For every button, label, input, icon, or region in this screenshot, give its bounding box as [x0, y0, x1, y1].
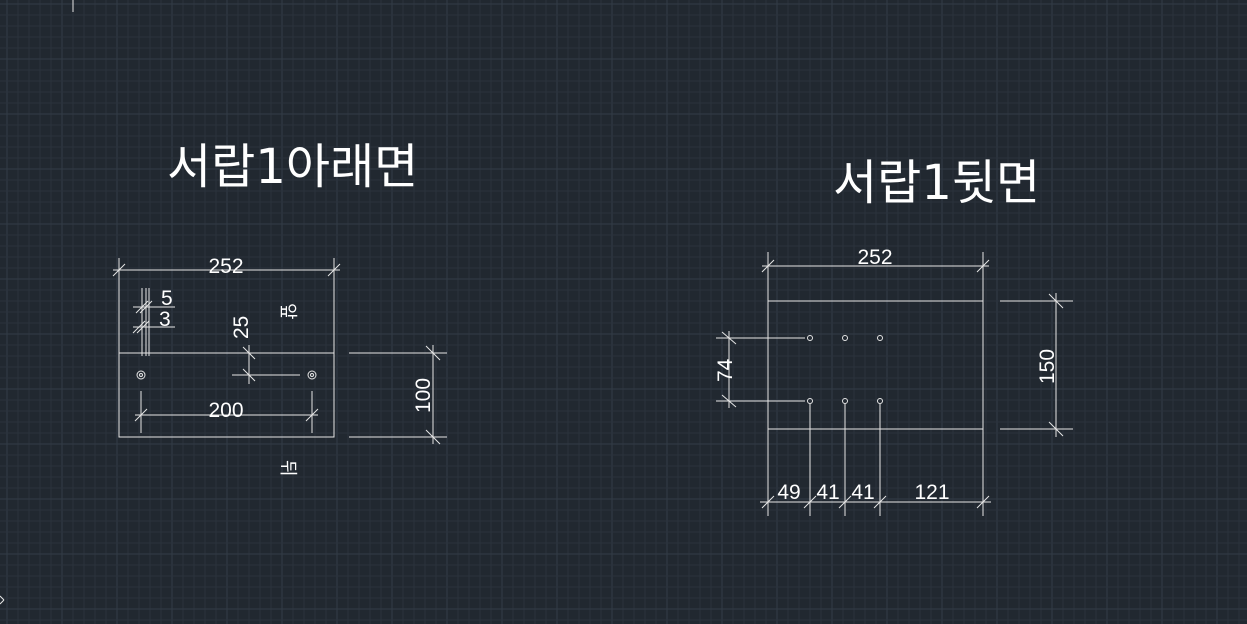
- left-dim-25: [232, 345, 300, 384]
- left-dim-5-3: [132, 288, 175, 356]
- left-dim-25-text: 25: [230, 316, 253, 339]
- left-view[interactable]: 서랍1아래면 252: [112, 139, 447, 477]
- right-dim-41b-text: 41: [851, 481, 874, 504]
- right-dim-150-text: 150: [1036, 349, 1059, 384]
- right-dim-252: [761, 252, 990, 301]
- left-dim-3-text: 3: [159, 308, 171, 331]
- left-dim-200: [134, 391, 319, 433]
- left-plate-outline[interactable]: [118, 352, 335, 438]
- front-label: 앞: [277, 303, 298, 320]
- left-dim-200-text: 200: [208, 399, 243, 422]
- left-view-title: 서랍1아래면: [167, 139, 418, 195]
- right-view-title: 서랍1뒷면: [833, 155, 1040, 211]
- right-dim-121-text: 121: [914, 481, 949, 504]
- right-dim-49-text: 49: [777, 481, 800, 504]
- left-dim-252: [112, 258, 341, 353]
- right-dim-74-text: 74: [714, 358, 737, 382]
- right-plate-outline[interactable]: [767, 300, 984, 430]
- right-dim-41a-text: 41: [816, 481, 839, 504]
- left-hole-2: [307, 370, 317, 380]
- left-hole-1: [136, 370, 146, 380]
- left-dim-5-text: 5: [161, 287, 173, 310]
- right-dim-chain: [760, 404, 991, 516]
- right-holes: [807, 335, 883, 404]
- right-dim-252-text: 252: [857, 246, 892, 269]
- right-dim-74: [716, 331, 805, 408]
- back-label: 뒤: [277, 460, 298, 477]
- left-dim-100: [349, 345, 447, 445]
- right-view[interactable]: 서랍1뒷면 252 74: [714, 155, 1073, 516]
- left-dim-252-text: 252: [208, 255, 243, 278]
- left-dim-100-text: 100: [412, 378, 435, 413]
- ucs-icon: [0, 595, 5, 605]
- right-dim-150: [1000, 293, 1073, 437]
